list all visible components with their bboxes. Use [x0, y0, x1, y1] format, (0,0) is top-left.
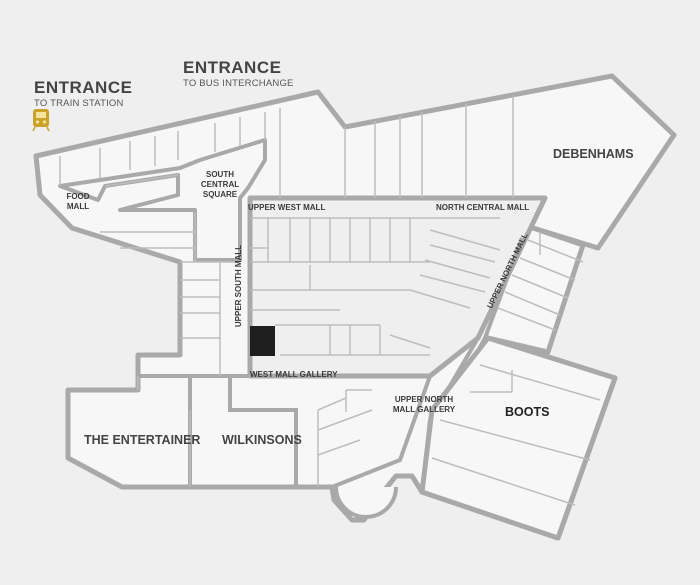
highlighted-unit[interactable]: [250, 326, 275, 356]
upper-west-mall-label: UPPER WEST MALL: [248, 203, 326, 212]
entrance-train[interactable]: ENTRANCE TO TRAIN STATION: [34, 78, 132, 109]
debenhams-label[interactable]: DEBENHAMS: [553, 147, 634, 161]
boots-block: [419, 335, 618, 541]
upper-south-mall-label: UPPER SOUTH MALL: [234, 244, 243, 328]
entrance-train-subtitle: TO TRAIN STATION: [34, 98, 124, 109]
entrance-bus[interactable]: ENTRANCE TO BUS INTERCHANGE: [183, 58, 294, 89]
south-central-square-label: SOUTH CENTRAL SQUARE: [200, 170, 240, 199]
entrance-bus-subtitle: TO BUS INTERCHANGE: [183, 78, 294, 89]
upper-north-mall-gallery-label: UPPER NORTH MALL GALLERY: [392, 395, 456, 414]
the-entertainer-label[interactable]: THE ENTERTAINER: [84, 433, 201, 447]
food-mall-label: FOOD MALL: [66, 192, 90, 211]
entrance-train-title: ENTRANCE: [34, 78, 133, 97]
boots-label[interactable]: BOOTS: [505, 405, 550, 419]
rotunda: [334, 486, 398, 519]
entrance-bus-title: ENTRANCE: [183, 58, 282, 77]
wilkinsons-label[interactable]: WILKINSONS: [222, 433, 302, 447]
west-mall-gallery-label: WEST MALL GALLERY: [250, 370, 338, 379]
north-central-mall-label: NORTH CENTRAL MALL: [436, 203, 530, 212]
train-icon[interactable]: [32, 109, 50, 132]
unit-lines: [59, 95, 601, 506]
